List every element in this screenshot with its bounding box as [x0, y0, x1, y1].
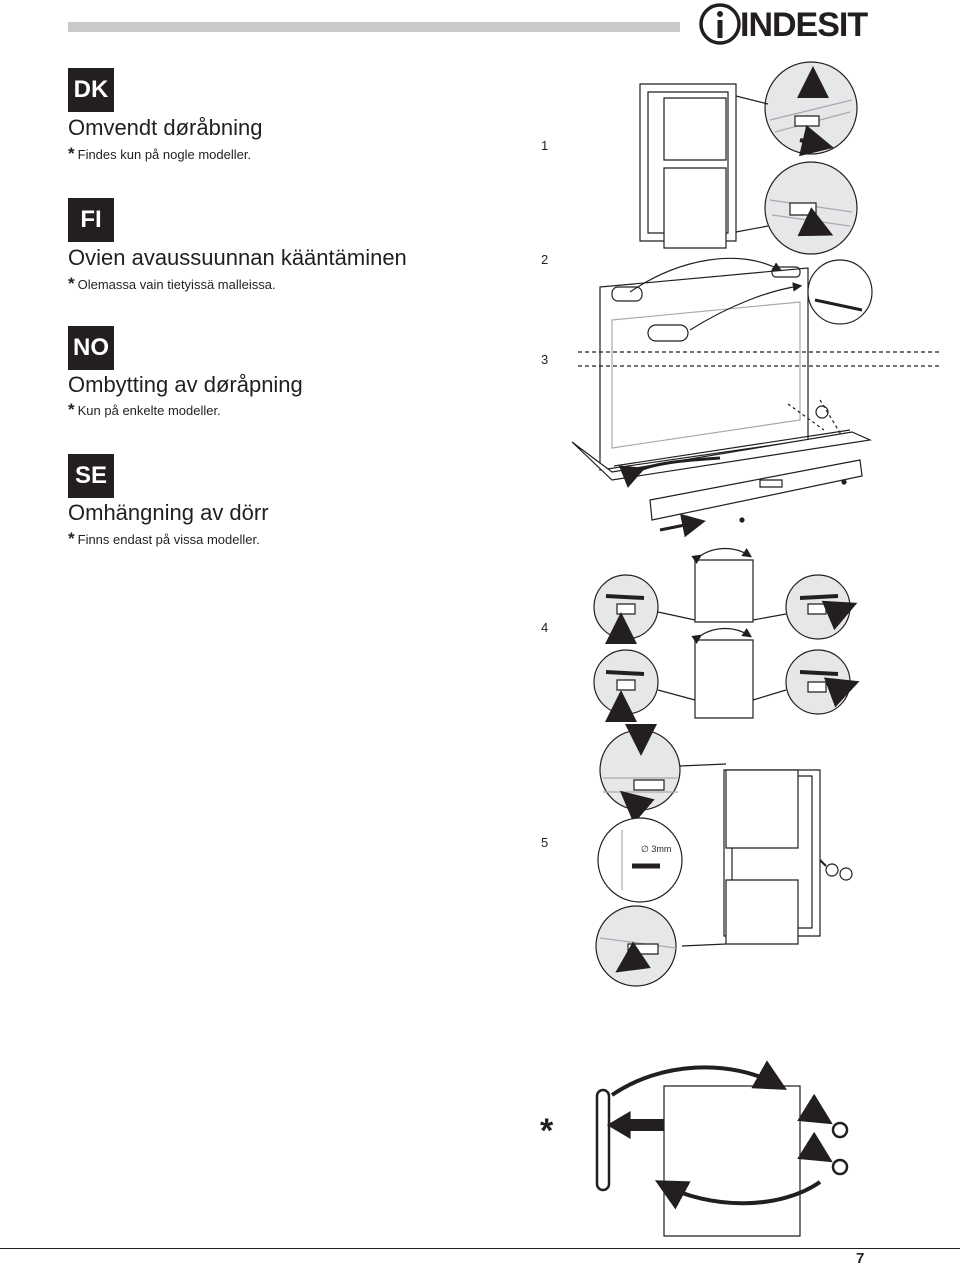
step-5-illustration	[596, 724, 852, 986]
step-number-2: 2	[541, 252, 549, 267]
section-title-no: Ombytting av døråpning	[68, 372, 303, 397]
optional-step-marker: *	[540, 1112, 554, 1150]
step-1-illustration	[640, 62, 857, 254]
section-note-se: *Finns endast på vissa modeller.	[68, 529, 260, 548]
language-badge-se: SE	[68, 454, 114, 498]
step-number-3: 3	[541, 352, 549, 367]
language-badge-no: NO	[68, 326, 114, 370]
step-3-illustration	[572, 258, 940, 538]
drill-diameter-label: ∅ 3mm	[641, 844, 672, 854]
section-note-dk: *Findes kun på nogle modeller.	[68, 144, 252, 163]
brand-logo: INDESIT	[695, 0, 960, 52]
section-title-dk: Omvendt døråbning	[68, 115, 263, 140]
step-number-1: 1	[541, 138, 549, 153]
section-note-no: *Kun på enkelte modeller.	[68, 400, 221, 419]
footer-rule	[0, 1248, 960, 1249]
language-badge-dk: DK	[68, 68, 114, 112]
step-4-illustration	[594, 549, 860, 722]
optional-step-illustration	[597, 1060, 847, 1236]
section-note-fi: *Olemassa vain tietyissä malleissa.	[68, 274, 276, 293]
page-number: 7	[856, 1250, 865, 1267]
section-title-fi: Ovien avaussuunnan kääntäminen	[68, 245, 407, 270]
step-number-5: 5	[541, 835, 549, 850]
step-number-4: 4	[541, 620, 549, 635]
section-title-se: Omhängning av dörr	[68, 500, 269, 525]
indesit-logo-icon	[695, 0, 755, 52]
brand-logo-text: INDESIT	[740, 6, 868, 44]
language-badge-fi: FI	[68, 198, 114, 242]
header-rule	[68, 22, 680, 32]
